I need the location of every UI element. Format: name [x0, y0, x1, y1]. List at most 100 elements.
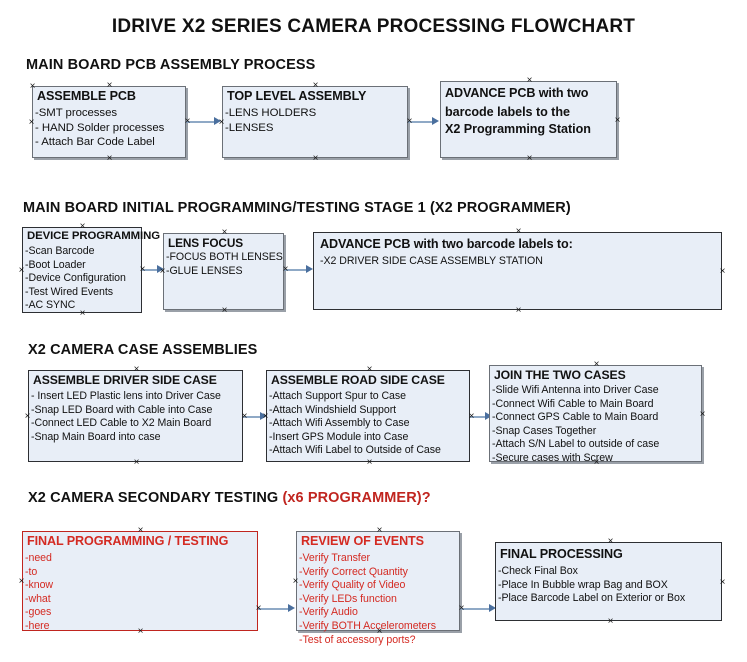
- resize-handle-s[interactable]: [220, 306, 229, 315]
- connector-1-2: [408, 121, 435, 123]
- box-final-processing[interactable]: FINAL PROCESSING -Check Final Box -Place…: [495, 542, 722, 621]
- resize-handle-n[interactable]: [132, 365, 141, 374]
- resize-handle-w[interactable]: [291, 577, 300, 586]
- resize-handle-s[interactable]: [132, 458, 141, 467]
- box-title: ADVANCE PCB with two barcode labels to:: [320, 237, 573, 251]
- connector-handle[interactable]: [467, 412, 476, 421]
- resize-handle-w[interactable]: [261, 412, 270, 421]
- box-lines: -Slide Wifi Antenna into Driver Case -Co…: [492, 384, 699, 466]
- box-line: -Connect GPS Cable to Main Board: [492, 411, 659, 424]
- box-device-programming[interactable]: DEVICE PROGRAMMING -Scan Barcode -Boot L…: [22, 227, 160, 313]
- box-line: -Place Barcode Label on Exterior or Box: [498, 592, 686, 605]
- box-line: -Verify Transfer: [299, 552, 371, 564]
- resize-handle-n[interactable]: [136, 526, 145, 535]
- connector-handle[interactable]: [457, 604, 466, 613]
- box-line: -Secure cases with Screw: [492, 451, 613, 464]
- resize-handle-w[interactable]: [17, 577, 26, 586]
- box-title: TOP LEVEL ASSEMBLY: [227, 89, 367, 103]
- box-title: REVIEW OF EVENTS: [301, 534, 424, 548]
- resize-handle-n[interactable]: [592, 360, 601, 369]
- connector-handle[interactable]: [240, 412, 249, 421]
- box-line: -Attach Windshield Support: [269, 403, 397, 416]
- resize-handle-e[interactable]: [698, 410, 707, 419]
- box-line: -Verify Correct Quantity: [299, 565, 408, 578]
- resize-handle-n[interactable]: [514, 227, 523, 236]
- resize-handle-nw[interactable]: [28, 82, 37, 91]
- box-lens-focus[interactable]: LENS FOCUS -FOCUS BOTH LENSES -GLUE LENS…: [163, 233, 284, 310]
- connector-1-1: [186, 121, 216, 123]
- box-review-of-events[interactable]: REVIEW OF EVENTS -Verify Transfer -Verif…: [296, 531, 460, 646]
- resize-handle-e[interactable]: [613, 116, 622, 125]
- box-line: -GLUE LENSES: [166, 264, 243, 277]
- connector-handle[interactable]: [281, 265, 290, 274]
- box-top-level-assembly[interactable]: TOP LEVEL ASSEMBLY -LENS HOLDERS -LENSES: [222, 86, 408, 158]
- arrowhead-1-2: [432, 117, 439, 125]
- resize-handle-e[interactable]: [718, 578, 727, 587]
- box-line: -Verify LEDs function: [299, 592, 397, 605]
- connector-4-1: [258, 608, 290, 610]
- arrowhead-2-2: [306, 265, 313, 273]
- resize-handle-n[interactable]: [525, 76, 534, 85]
- box-join-the-two-cases[interactable]: JOIN THE TWO CASES -Slide Wifi Antenna i…: [489, 365, 702, 464]
- box-line: -SMT processes: [35, 107, 118, 119]
- resize-handle-n[interactable]: [78, 222, 87, 231]
- connector-handle[interactable]: [183, 117, 192, 126]
- box-title: DEVICE PROGRAMMING: [27, 230, 160, 242]
- resize-handle-s[interactable]: [136, 627, 145, 636]
- box-lines: -Scan Barcode -Boot Loader -Device Confi…: [25, 245, 139, 313]
- resize-handle-w[interactable]: [23, 412, 32, 421]
- resize-handle-n[interactable]: [365, 365, 374, 374]
- box-line: -what: [25, 592, 51, 605]
- box-assemble-road-side-case[interactable]: ASSEMBLE ROAD SIDE CASE -Attach Support …: [266, 370, 470, 462]
- box-lines: -Verify Transfer -Verify Correct Quantit…: [299, 552, 457, 647]
- arrowhead-3-2: [485, 412, 492, 420]
- resize-handle-s[interactable]: [311, 154, 320, 163]
- box-line: -LENSES: [225, 121, 274, 134]
- resize-handle-s[interactable]: [365, 458, 374, 467]
- arrowhead-4-2: [489, 604, 496, 612]
- box-title: LENS FOCUS: [168, 236, 244, 250]
- box-advance-pcb-1[interactable]: ADVANCE PCB with two barcode labels to t…: [440, 81, 617, 158]
- box-line: -Connect LED Cable to X2 Main Board: [31, 417, 212, 430]
- box-assemble-driver-side-case[interactable]: ASSEMBLE DRIVER SIDE CASE - Insert LED P…: [28, 370, 243, 462]
- box-line: barcode labels to the: [445, 105, 570, 119]
- connector-3-2: [470, 416, 488, 418]
- box-lines: barcode labels to the X2 Programming Sta…: [445, 104, 614, 138]
- box-line: -know: [25, 579, 54, 592]
- resize-handle-n[interactable]: [311, 81, 320, 90]
- connector-2-2: [284, 269, 309, 271]
- resize-handle-s[interactable]: [375, 627, 384, 636]
- resize-handle-n[interactable]: [220, 228, 229, 237]
- resize-handle-s[interactable]: [514, 306, 523, 315]
- connector-handle[interactable]: [405, 117, 414, 126]
- connector-handle[interactable]: [138, 265, 147, 274]
- box-line-overflow: -Test of accessory ports?: [299, 633, 416, 646]
- resize-handle-s[interactable]: [525, 154, 534, 163]
- resize-handle-s[interactable]: [606, 617, 615, 626]
- resize-handle-n[interactable]: [606, 537, 615, 546]
- box-line: -Scan Barcode: [25, 245, 95, 257]
- resize-handle-w[interactable]: [217, 118, 226, 127]
- resize-handle-w[interactable]: [27, 118, 36, 127]
- section-heading-1: MAIN BOARD PCB ASSEMBLY PROCESS: [26, 57, 315, 73]
- box-final-programming-testing[interactable]: FINAL PROGRAMMING / TESTING -need -to -k…: [22, 531, 258, 632]
- resize-handle-s[interactable]: [105, 154, 114, 163]
- box-line: -Attach Wifi Label to Outside of Case: [269, 444, 441, 457]
- box-line: -FOCUS BOTH LENSES: [166, 251, 283, 263]
- resize-handle-w[interactable]: [17, 266, 26, 275]
- box-title: ASSEMBLE ROAD SIDE CASE: [271, 373, 445, 387]
- box-line: - HAND Solder processes: [35, 121, 165, 134]
- resize-handle-s[interactable]: [592, 458, 601, 467]
- box-title: ASSEMBLE DRIVER SIDE CASE: [33, 373, 217, 387]
- connector-handle[interactable]: [254, 604, 263, 613]
- box-assemble-pcb[interactable]: ASSEMBLE PCB -SMT processes - HAND Solde…: [32, 86, 186, 158]
- resize-handle-n[interactable]: [375, 526, 384, 535]
- box-advance-pcb-2[interactable]: ADVANCE PCB with two barcode labels to: …: [313, 232, 722, 310]
- resize-handle-n[interactable]: [105, 81, 114, 90]
- resize-handle-e[interactable]: [718, 267, 727, 276]
- box-lines: -Attach Support Spur to Case -Attach Win…: [269, 390, 467, 458]
- box-line: -Snap Cases Together: [492, 424, 597, 437]
- resize-handle-w[interactable]: [158, 267, 167, 276]
- box-line: X2 Programming Station: [445, 122, 591, 136]
- resize-handle-s[interactable]: [78, 309, 87, 318]
